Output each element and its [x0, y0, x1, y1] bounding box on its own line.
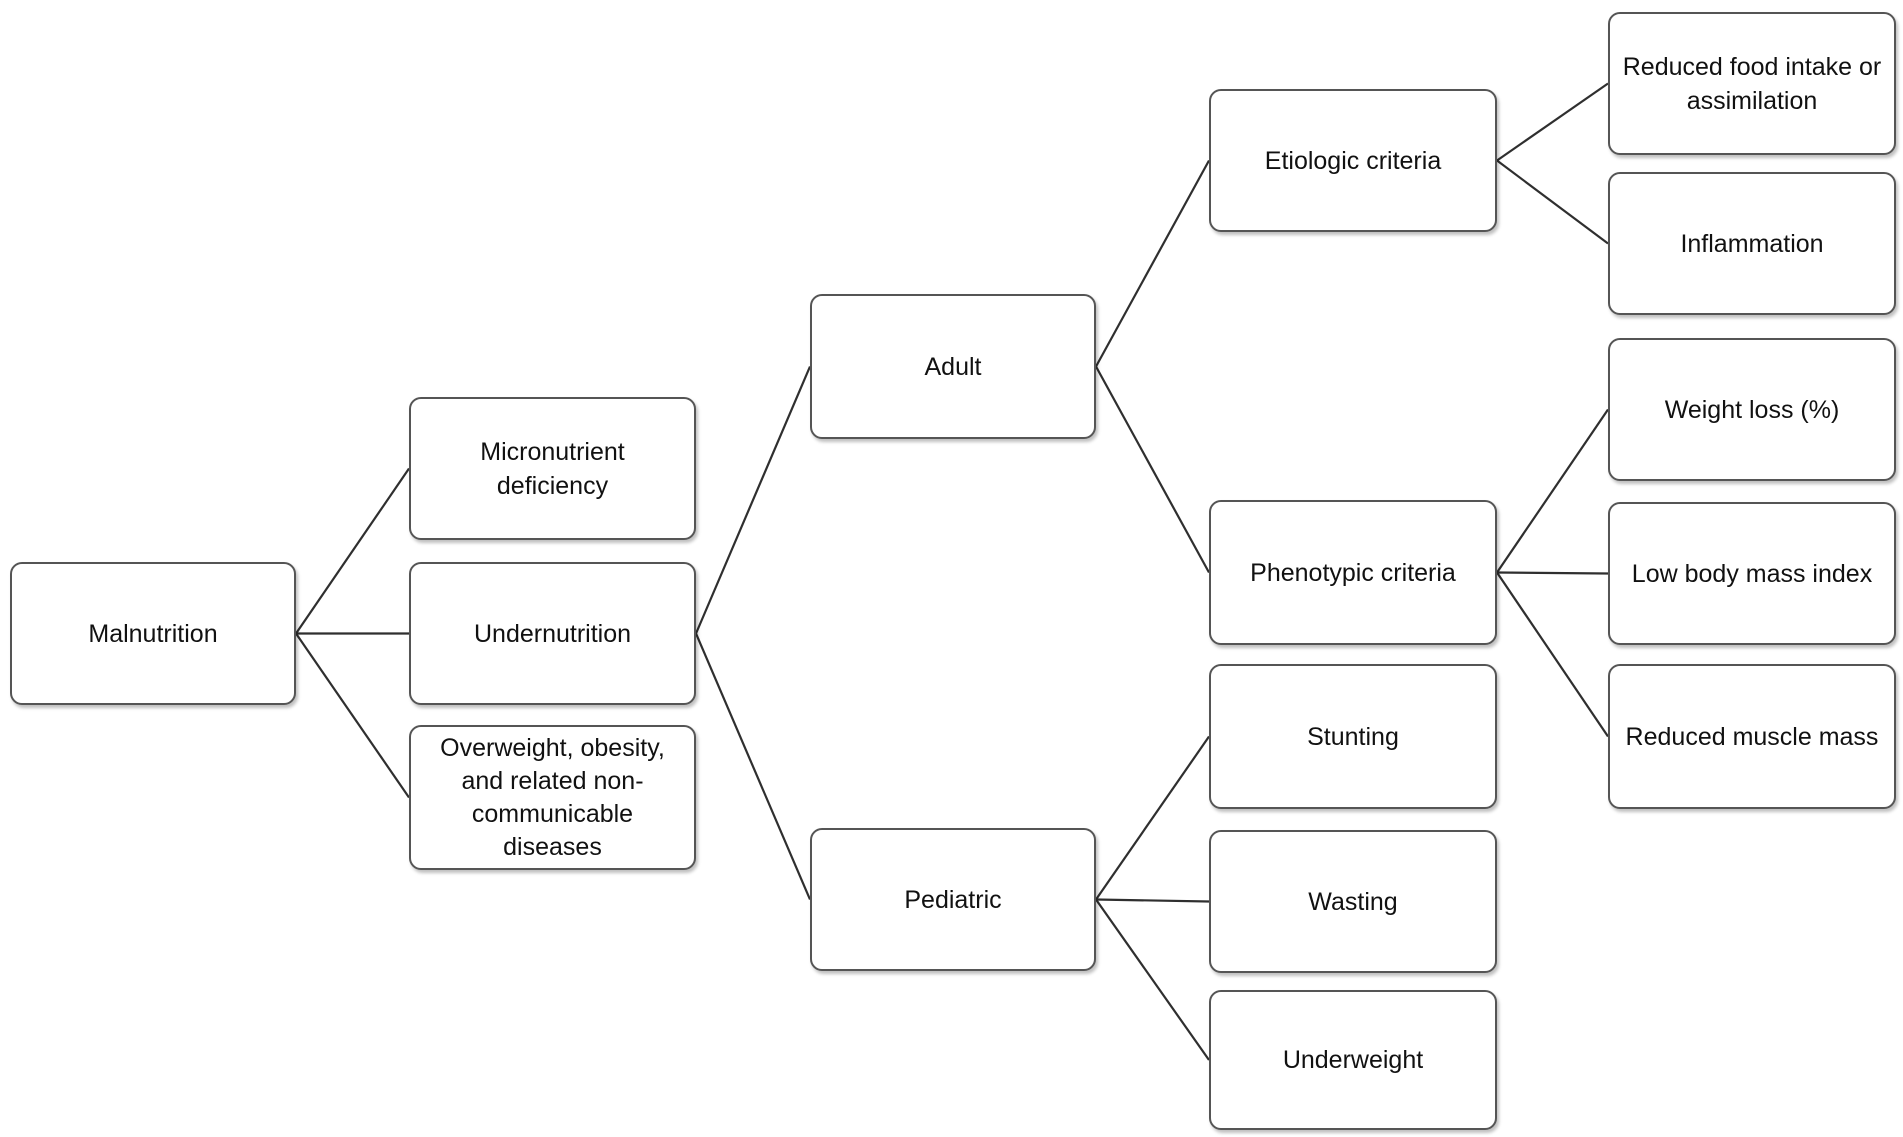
node-wasting: Wasting [1209, 830, 1497, 973]
connector-pediatric-to-stunting [1095, 735, 1210, 901]
node-label: Underweight [1282, 1046, 1424, 1074]
connector-phenotypic-to-low_bmi [1496, 571, 1609, 575]
node-stunting: Stunting [1209, 664, 1497, 809]
node-adult: Adult [810, 294, 1096, 439]
node-overweight-obesity: Overweight, obesity, and related non-com… [409, 725, 696, 870]
node-etiologic-criteria: Etiologic criteria [1209, 89, 1497, 232]
node-inflammation: Inflammation [1608, 172, 1896, 315]
node-label: Overweight, obesity, and related non-com… [440, 733, 665, 861]
node-low-body-mass-index: Low body mass index [1608, 502, 1896, 645]
node-label: Weight loss (%) [1664, 395, 1840, 424]
connector-malnutrition-to-overweight [295, 632, 410, 799]
connector-adult-to-etiologic [1095, 159, 1210, 368]
connector-pediatric-to-wasting [1095, 898, 1210, 903]
node-weight-loss: Weight loss (%) [1608, 338, 1896, 481]
connector-adult-to-phenotypic [1095, 365, 1210, 574]
node-phenotypic-criteria: Phenotypic criteria [1209, 500, 1497, 645]
node-label: Pediatric [904, 885, 1002, 914]
node-pediatric: Pediatric [810, 828, 1096, 971]
node-label: Phenotypic criteria [1250, 558, 1456, 587]
node-label: Reduced food intake or assimilation [1622, 52, 1882, 115]
connector-phenotypic-to-weight_loss [1496, 408, 1609, 574]
connector-etiologic-to-reduced_food [1496, 82, 1609, 162]
node-malnutrition: Malnutrition [10, 562, 296, 705]
node-reduced-food-intake: Reduced food intake or assimilation [1608, 12, 1896, 155]
connector-undernutrition-to-adult [694, 366, 812, 634]
node-label: Low body mass index [1631, 559, 1873, 588]
node-reduced-muscle-mass: Reduced muscle mass [1608, 664, 1896, 809]
connector-etiologic-to-inflammation [1496, 159, 1609, 245]
node-undernutrition: Undernutrition [409, 562, 696, 705]
node-label: Undernutrition [473, 619, 632, 648]
connector-malnutrition-to-micronutrient [295, 467, 410, 635]
node-underweight: Underweight [1209, 990, 1497, 1130]
node-label: Etiologic criteria [1264, 146, 1442, 175]
node-label: Malnutrition [88, 619, 218, 648]
connector-pediatric-to-underweight [1095, 898, 1210, 1061]
node-micronutrient-deficiency: Micronutrient deficiency [409, 397, 696, 540]
node-label: Wasting [1308, 887, 1398, 916]
connector-phenotypic-to-reduced_muscle [1496, 571, 1609, 738]
node-label: Inflammation [1680, 229, 1824, 258]
node-label: Reduced muscle mass [1625, 722, 1879, 751]
connector-undernutrition-to-pediatric [694, 633, 812, 900]
node-label: Micronutrient deficiency [480, 437, 625, 500]
node-label: Stunting [1307, 722, 1399, 751]
node-label: Adult [924, 352, 982, 381]
